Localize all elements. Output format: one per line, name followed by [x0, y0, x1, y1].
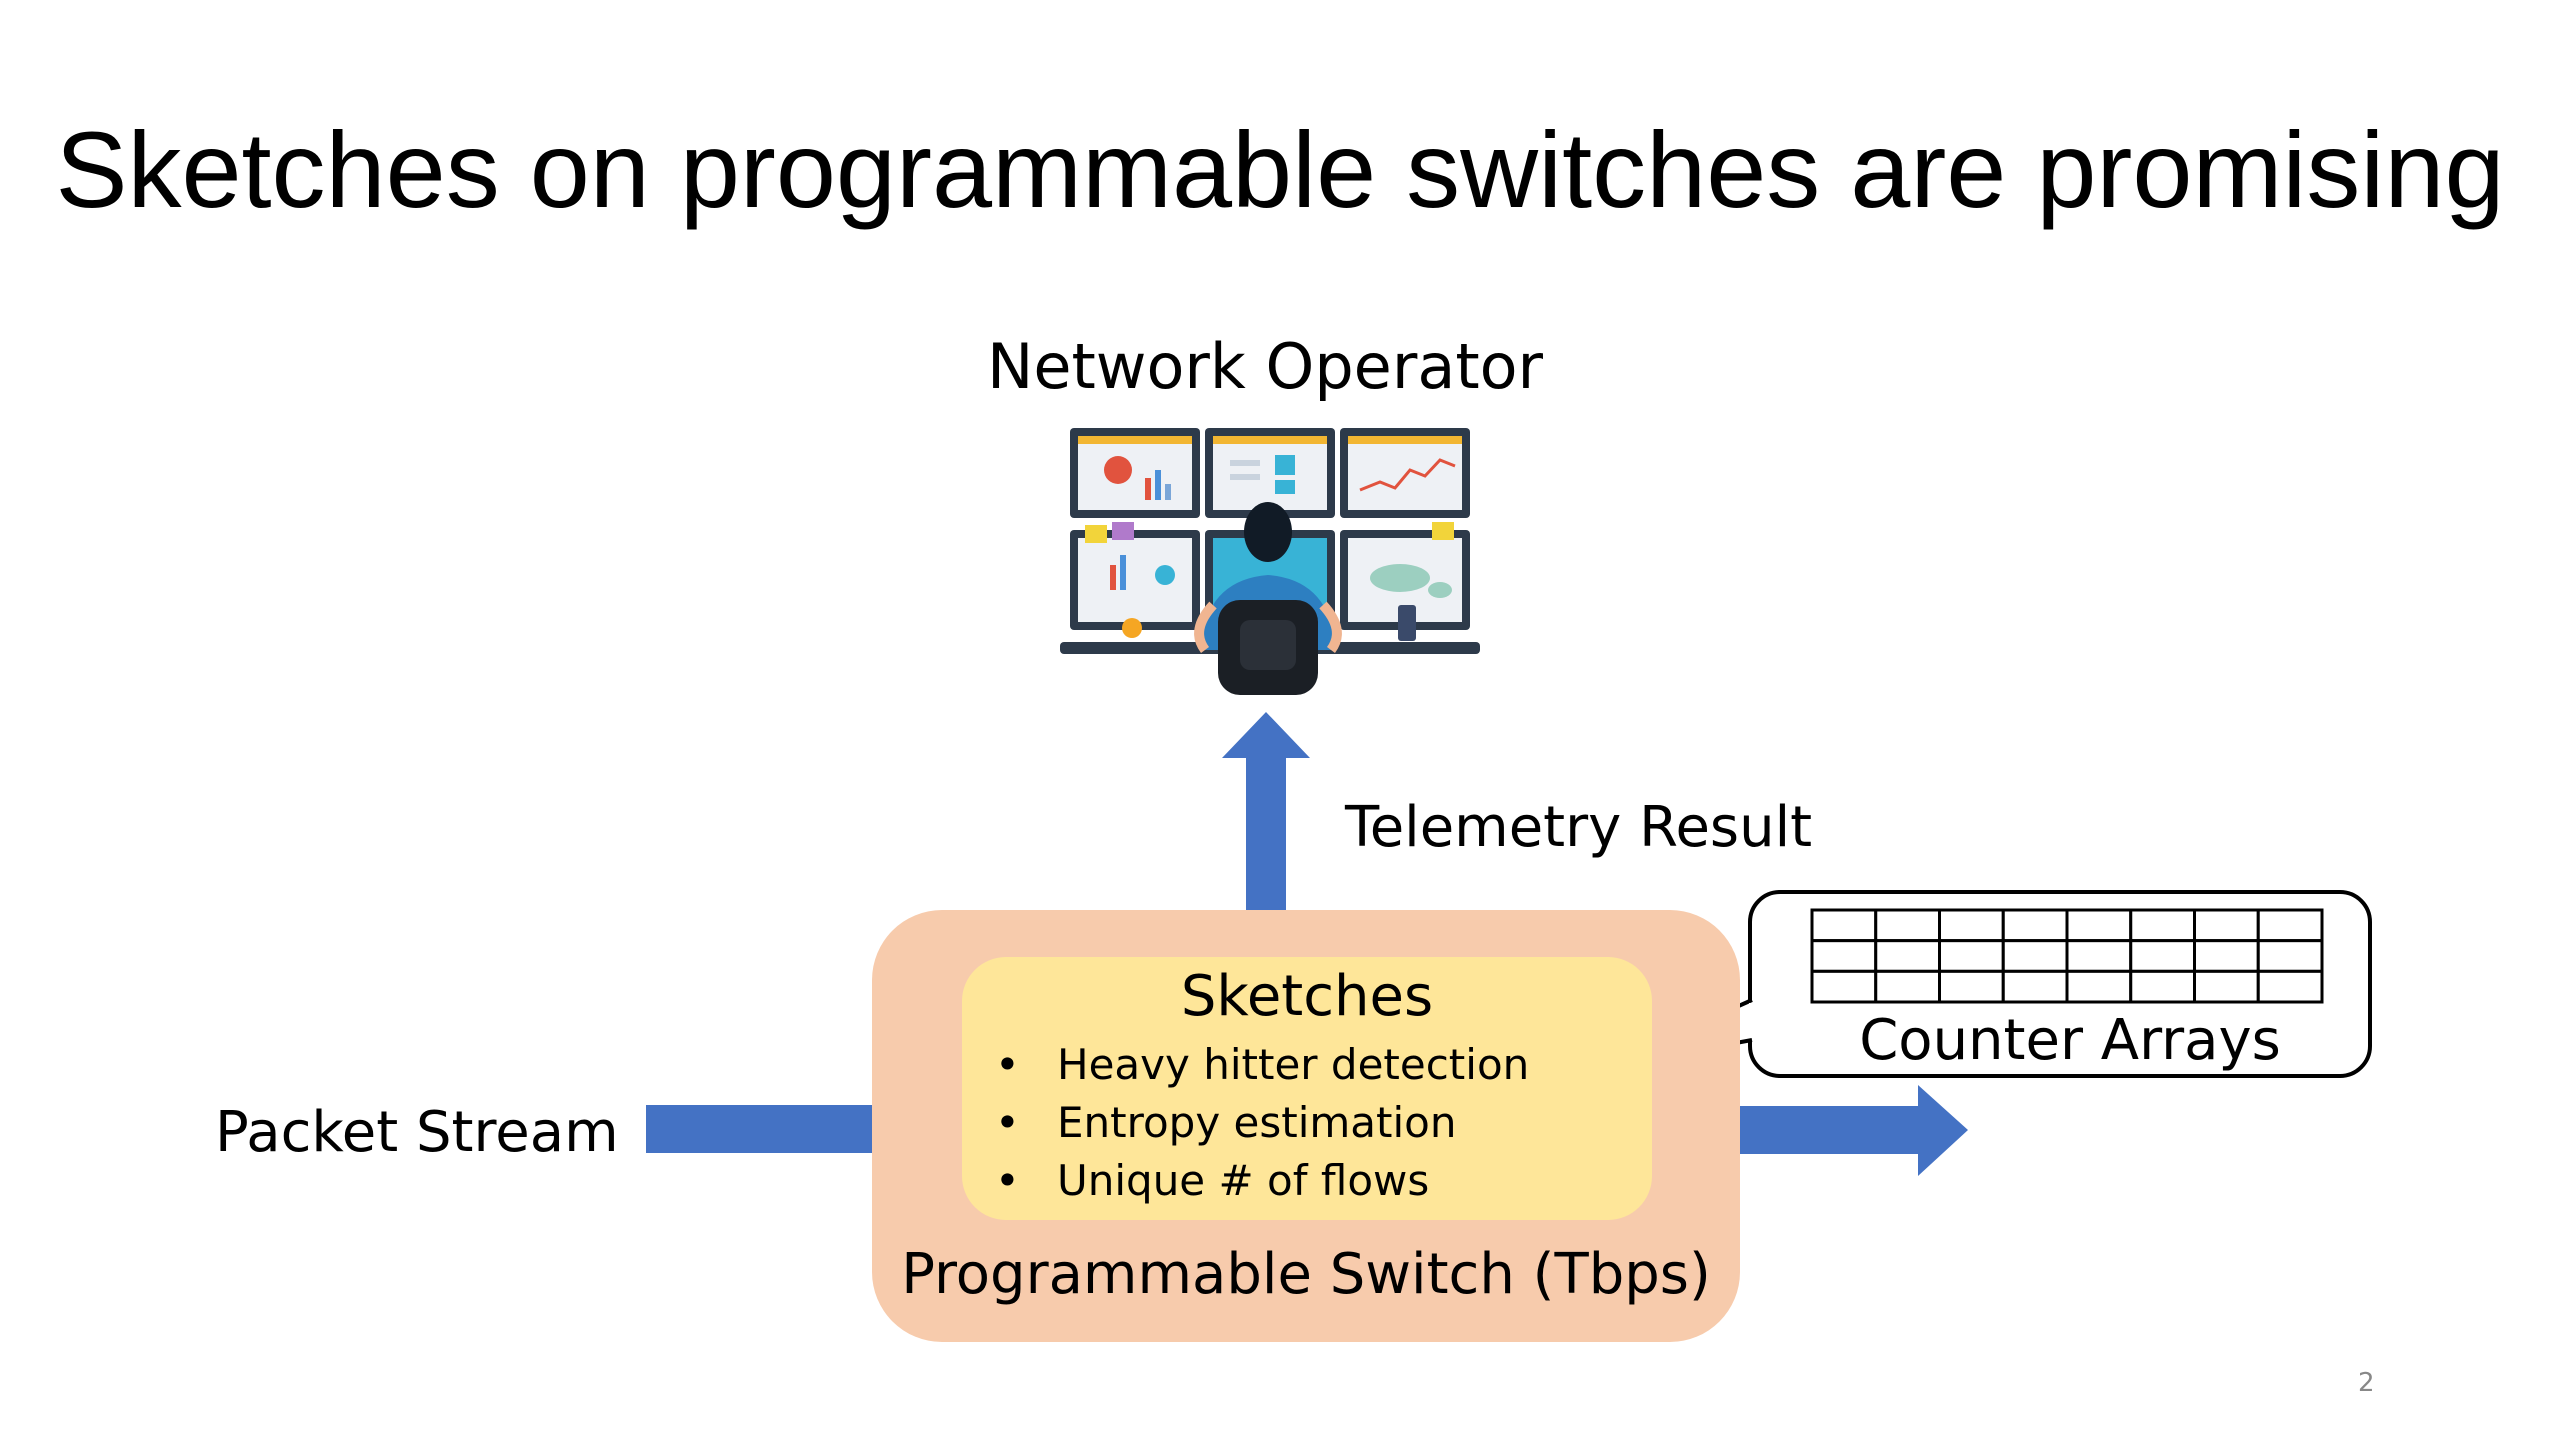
- packet-stream-label: Packet Stream: [215, 1100, 619, 1165]
- counter-cell: [2193, 908, 2260, 943]
- counter-cell: [1874, 908, 1941, 943]
- counter-cell: [1874, 969, 1941, 1004]
- counter-cell: [2129, 939, 2196, 973]
- telemetry-arrow: [1222, 712, 1310, 955]
- bullet-icon: •: [995, 1098, 1020, 1147]
- counter-cell: [2193, 969, 2260, 1004]
- counter-cell: [2256, 969, 2324, 1004]
- slide-title: Sketches on programmable switches are pr…: [55, 109, 2505, 230]
- counter-cell: [2129, 908, 2196, 943]
- counter-cell: [2001, 939, 2069, 973]
- counter-cell: [2129, 969, 2196, 1004]
- bullet-icon: •: [995, 1040, 1020, 1089]
- programmable-switch-label: Programmable Switch (Tbps): [901, 1242, 1711, 1307]
- sketches-title: Sketches: [1180, 964, 1434, 1029]
- packet-stream-arrow: [646, 1105, 876, 1153]
- counter-array-grid: [1810, 908, 2324, 1004]
- counter-cell: [2256, 908, 2324, 943]
- counter-arrays-label: Counter Arrays: [1859, 1008, 2281, 1073]
- network-operator-label: Network Operator: [986, 330, 1544, 403]
- counter-cell: [1810, 939, 1878, 973]
- counter-cell: [1810, 908, 1878, 943]
- bullet-icon: •: [995, 1156, 1020, 1205]
- counter-cell: [1874, 939, 1941, 973]
- counter-cell: [1810, 969, 1878, 1004]
- counter-cell: [1938, 939, 2005, 973]
- counter-cell: [2001, 969, 2069, 1004]
- counter-cell: [2256, 939, 2324, 973]
- output-arrow: [1738, 1085, 1968, 1176]
- sketch-item: • Entropy estimation: [995, 1098, 1457, 1147]
- telemetry-result-label: Telemetry Result: [1345, 795, 1813, 860]
- sketch-item-label: Heavy hitter detection: [1057, 1040, 1530, 1089]
- counter-cell: [1938, 969, 2005, 1004]
- sketch-item-label: Unique # of flows: [1057, 1156, 1430, 1205]
- sketch-item-label: Entropy estimation: [1057, 1098, 1457, 1147]
- counter-cell: [2065, 969, 2133, 1004]
- sketch-item: • Heavy hitter detection: [995, 1040, 1529, 1089]
- counter-cell: [2065, 908, 2133, 943]
- sketch-item: • Unique # of flows: [995, 1156, 1429, 1205]
- sketches-box: [962, 957, 1652, 1220]
- counter-cell: [1938, 908, 2005, 943]
- page-number: 2: [2358, 1368, 2375, 1398]
- counter-cell: [2001, 908, 2069, 943]
- counter-cell: [2193, 939, 2260, 973]
- counter-cell: [2065, 939, 2133, 973]
- network-operator-monitors-icon: [1060, 428, 1480, 695]
